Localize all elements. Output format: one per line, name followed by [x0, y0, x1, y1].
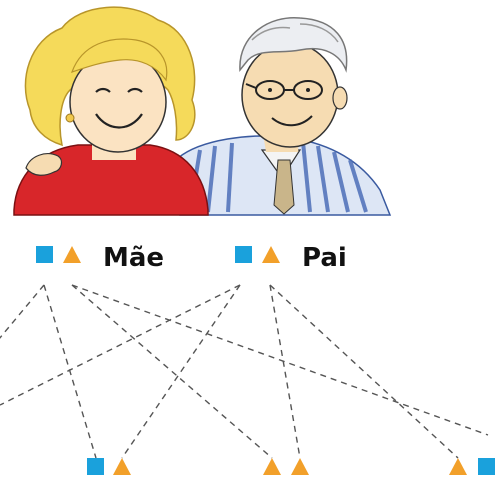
father-face [241, 42, 339, 148]
orange-triangle-icon [63, 246, 81, 263]
mother-hair [24, 6, 196, 147]
blue-square-icon [235, 246, 252, 263]
orange-triangle-icon [291, 458, 309, 475]
father-hand [25, 153, 63, 176]
father-glasses [245, 80, 323, 100]
father-tie [273, 159, 295, 215]
father-illustration [177, 16, 392, 216]
parent-label-pai: Pai [235, 243, 347, 273]
connector-line [71, 284, 273, 459]
blue-square-icon [478, 458, 495, 475]
mother-illustration [13, 6, 209, 216]
connector-line [269, 284, 301, 459]
orange-triangle-icon [262, 246, 280, 263]
offspring-group-1 [87, 458, 131, 475]
orange-triangle-icon [449, 458, 467, 475]
mother-dress [13, 144, 209, 216]
blue-square-icon [36, 246, 53, 263]
parent-label-mae: Mãe [36, 243, 164, 273]
connector-line [71, 284, 489, 436]
parent-label-text: Pai [302, 243, 347, 273]
connector-line [0, 284, 45, 339]
connector-line [43, 284, 97, 459]
offspring-group-3 [449, 458, 495, 475]
inheritance-connectors [0, 284, 489, 459]
offspring-group-2 [263, 458, 309, 475]
orange-triangle-icon [113, 458, 131, 475]
parent-label-text: Mãe [103, 243, 164, 273]
connector-line [0, 284, 241, 406]
connector-line [121, 284, 241, 459]
connector-line [269, 284, 459, 459]
blue-square-icon [87, 458, 104, 475]
orange-triangle-icon [263, 458, 281, 475]
